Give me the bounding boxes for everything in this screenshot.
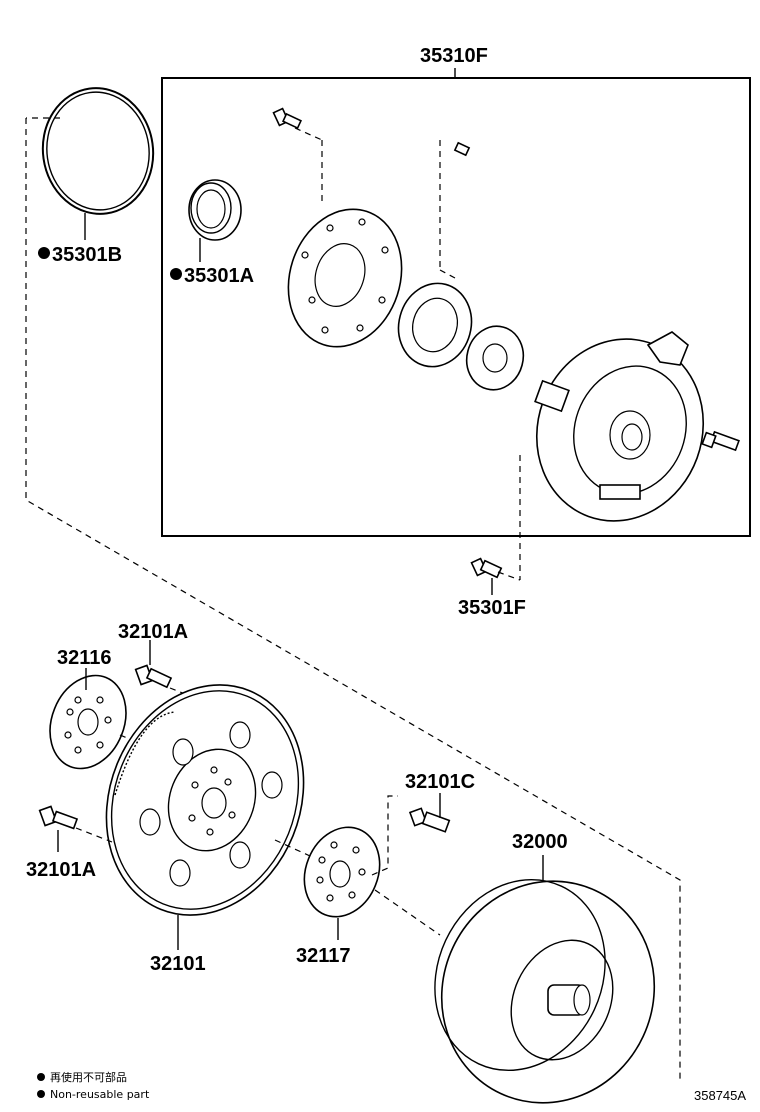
label-32116: 32116 <box>57 647 112 669</box>
spacer-32116 <box>49 668 191 770</box>
oil-seal-35301a <box>188 179 242 262</box>
pump-bolt-35301f <box>470 557 521 595</box>
legend-text-jp: 再使用不可部品 <box>50 1070 127 1084</box>
label-32000: 32000 <box>512 831 568 853</box>
pump-bolt-right <box>701 430 740 452</box>
pump-pin <box>439 140 471 279</box>
pump-stator-plate <box>287 127 403 348</box>
label-32117: 32117 <box>296 945 351 967</box>
drive-plate-bolt-top <box>134 640 201 701</box>
label-32101: 32101 <box>150 953 206 975</box>
label-35310f: 35310F <box>420 45 488 67</box>
converter-bolt-32101c <box>408 793 451 833</box>
figure-id: 358745A <box>694 1088 746 1103</box>
label-35301b: 35301B <box>52 244 122 266</box>
non-reusable-marker-35301b <box>38 247 50 259</box>
pump-screw-top <box>272 107 303 130</box>
legend-text-en: Non-reusable part <box>50 1088 150 1101</box>
non-reusable-marker-35301a <box>170 268 182 280</box>
pump-driven-gear <box>397 282 473 368</box>
label-32101c: 32101C <box>405 771 475 793</box>
pump-drive-gear <box>465 325 525 391</box>
spacer-32117 <box>274 795 441 940</box>
drive-plate-bolt-left <box>38 805 113 852</box>
legend-bullet-1 <box>37 1073 45 1081</box>
legend-bullet-2 <box>37 1090 45 1098</box>
label-32101a-left: 32101A <box>26 859 96 881</box>
legend: 再使用不可部品 Non-reusable part <box>37 1070 150 1101</box>
torque-converter-32000 <box>434 855 656 1104</box>
o-ring-35301b <box>41 87 155 240</box>
pump-assembly-box <box>161 77 751 537</box>
label-35301a: 35301A <box>184 265 254 287</box>
label-35301f: 35301F <box>458 597 526 619</box>
label-32101a-top: 32101A <box>118 621 188 643</box>
drive-plate-32101 <box>105 684 305 950</box>
pump-body <box>519 331 705 580</box>
